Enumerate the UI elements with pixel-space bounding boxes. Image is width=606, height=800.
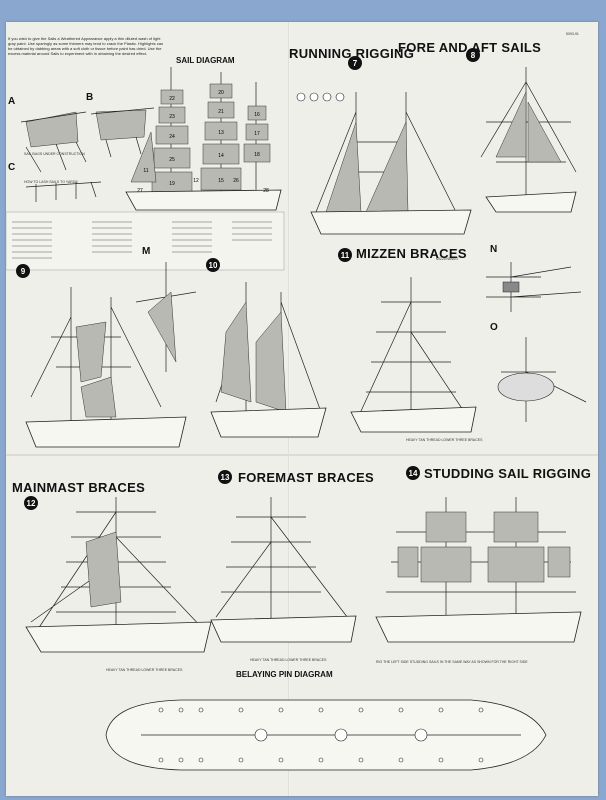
figure-m-label: M (142, 246, 151, 257)
step-7-badge: 7 (348, 56, 362, 70)
step-8-badge: 8 (466, 48, 480, 62)
studding-note: RIG THE LEFT SIDE STUDDING SAILS IN THE … (376, 660, 528, 664)
sail-diagram-ship: 22 23 24 25 19 20 21 13 14 15 16 17 18 11 12 26 27 28 (125, 67, 282, 211)
step-11-badge: 11 (338, 248, 352, 262)
step-10-ship (210, 282, 327, 438)
sail-number: 11 (143, 168, 148, 174)
sail-number: 14 (218, 153, 224, 159)
step-13-badge: 13 (218, 470, 232, 484)
running-rigging-ship (296, 92, 472, 235)
foremast-braces-title: FOREMAST BRACES (238, 470, 374, 485)
sail-number: 12 (193, 178, 199, 184)
sail-number: 26 (233, 178, 239, 184)
page-code: 5093-91 (566, 32, 579, 36)
mainmast-braces-ship (25, 497, 212, 653)
foremast-note: HEAVY TAN THREAD LOWER THREE BRACES (250, 658, 327, 662)
sail-number: 28 (263, 188, 269, 194)
figure-m-sail (135, 262, 197, 372)
figure-a-caption: SAIL BAGS UNDER CONSTRUCTION (24, 152, 85, 156)
figure-c-label: C (8, 162, 16, 173)
sail-number: 22 (169, 96, 175, 102)
figure-n-detail (486, 262, 582, 312)
mizzenmast-label: MIZZENMAST (436, 257, 459, 261)
intro-text: If you wish to give the Sails a Weathere… (8, 36, 164, 56)
mizzen-braces-ship (350, 277, 477, 433)
instruction-sheet: 5093-91 If you wish to give the Sails a … (5, 22, 598, 796)
sail-diagram-title: SAIL DIAGRAM (176, 56, 235, 65)
fore-aft-sails-ship (480, 67, 577, 213)
fore-aft-title: FORE AND AFT SAILS (398, 40, 542, 55)
sail-number: 17 (254, 131, 260, 137)
figure-c-yard-sketch (25, 181, 102, 202)
step-10-badge: 10 (206, 258, 220, 272)
sail-number: 24 (169, 134, 175, 140)
figure-b-label: B (86, 92, 94, 103)
sail-number: 27 (137, 188, 143, 194)
figure-c-caption: HOW TO LASH SAILS TO YARDS (24, 180, 78, 184)
step-12-badge: 12 (24, 496, 38, 510)
studding-sail-title: STUDDING SAIL RIGGING (424, 466, 592, 481)
studding-sail-ship (375, 497, 582, 643)
figure-o-detail (497, 337, 587, 422)
mainmast-note: HEAVY TAN THREAD LOWER THREE BRACES (106, 668, 183, 672)
step-14-badge: 14 (406, 466, 420, 480)
figure-o-label: O (490, 322, 498, 333)
sail-number: 16 (254, 112, 260, 118)
sail-number: 19 (169, 181, 175, 187)
sail-number: 18 (254, 152, 260, 158)
parts-legend-table (5, 211, 285, 271)
mizzen-note: HEAVY TAN THREAD LOWER THREE BRACES (406, 438, 483, 442)
sail-number: 23 (169, 114, 175, 120)
mizzen-braces-title: MIZZEN BRACES (356, 246, 467, 261)
sail-number: 21 (218, 109, 224, 115)
belaying-pin-deck-plan (105, 699, 547, 771)
step-9-ship (25, 287, 187, 448)
sail-number: 13 (218, 130, 224, 136)
horizontal-fold (6, 454, 598, 456)
figure-a-sail-sketch (20, 107, 155, 173)
sail-number: 15 (218, 178, 224, 184)
figure-a-label: A (8, 96, 16, 107)
figure-n-label: N (490, 244, 498, 255)
foremast-braces-ship (210, 497, 357, 643)
running-rigging-title: RUNNING RIGGING (289, 46, 415, 61)
belaying-pin-title: BELAYING PIN DIAGRAM (236, 670, 333, 679)
step-9-badge: 9 (16, 264, 30, 278)
mainmast-braces-title: MAINMAST BRACES (12, 480, 146, 495)
sail-number: 20 (218, 90, 224, 96)
sail-number: 25 (169, 157, 175, 163)
